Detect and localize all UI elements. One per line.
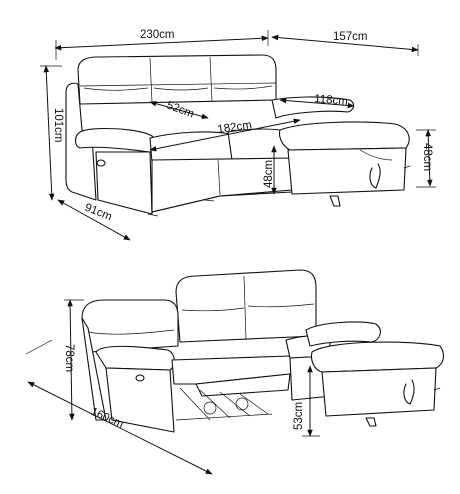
top-sofa-illustration <box>65 54 411 217</box>
bottom-sofa-illustration <box>81 269 445 433</box>
label-48cm-middle: 48cm <box>263 160 275 188</box>
label-157cm: 157cm <box>333 31 368 43</box>
label-78cm: 78cm <box>63 344 75 372</box>
label-118cm: 118cm <box>314 93 349 108</box>
label-182cm: 182cm <box>217 119 253 136</box>
label-52cm: 52cm <box>165 100 196 121</box>
label-91cm: 91cm <box>83 202 114 224</box>
label-230cm: 230cm <box>140 29 175 41</box>
label-53cm: 53cm <box>293 402 305 430</box>
label-48cm-right: 48cm <box>421 143 433 171</box>
label-101cm: 101cm <box>52 108 64 143</box>
